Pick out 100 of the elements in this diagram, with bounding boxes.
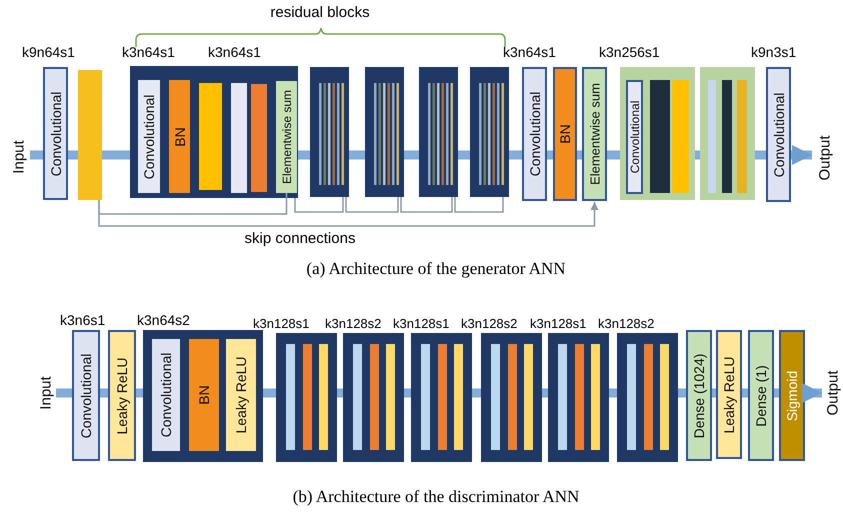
layer-name: Convolutional — [526, 92, 542, 176]
layer-bar — [558, 344, 567, 450]
flow-arrow — [802, 383, 822, 403]
layer-bar — [491, 344, 500, 450]
layer-box — [226, 339, 256, 451]
layer-bar — [251, 84, 267, 192]
layer-parameters: k9n64s1 — [22, 44, 75, 60]
layer-bar — [78, 70, 102, 200]
skip-connection-line — [345, 197, 399, 213]
layer-box — [152, 339, 180, 451]
layer-box — [766, 67, 791, 202]
layer-name: Convolutional — [770, 92, 786, 177]
layer-bar — [370, 344, 379, 450]
layer-bar — [353, 344, 362, 450]
block-box — [143, 330, 263, 462]
layer-parameters: k3n128s1 — [393, 316, 450, 331]
layer-box — [748, 330, 774, 461]
block-box — [343, 333, 404, 462]
layer-bar — [644, 344, 653, 450]
skip-connection-line — [294, 197, 344, 213]
layer-box — [582, 67, 607, 201]
layer-parameters: k3n64s2 — [137, 312, 190, 328]
block-box — [419, 67, 458, 197]
layer-box — [553, 67, 577, 201]
layer-bar — [672, 80, 689, 193]
layer-name: Convolutional — [628, 100, 642, 174]
layer-bar — [508, 344, 517, 450]
layer-bar — [454, 344, 463, 450]
block-box — [620, 67, 695, 200]
layer-name: Leaky ReLU — [721, 356, 737, 434]
layer-parameters: k3n128s1 — [530, 316, 586, 331]
layer-box — [108, 330, 136, 461]
block-box — [365, 67, 404, 197]
layer-box — [276, 81, 297, 193]
layer-box — [169, 80, 190, 193]
flow-arrow — [791, 145, 812, 165]
layer-name: Sigmoid — [784, 370, 800, 421]
block-box — [700, 67, 755, 200]
block-box — [470, 67, 509, 197]
block-box — [130, 66, 298, 198]
layer-bar — [303, 344, 312, 450]
section-label: residual blocks — [270, 4, 370, 21]
layer-bar — [231, 83, 247, 193]
layer-parameters: k3n64s1 — [503, 44, 556, 60]
io-label: Input — [10, 140, 28, 174]
layer-box — [626, 80, 643, 194]
layer-name: BN — [557, 124, 573, 144]
layer-box — [779, 330, 805, 461]
layer-bar — [199, 83, 222, 190]
layer-parameters: k3n64s1 — [208, 44, 261, 60]
layer-parameters: k9n3s1 — [751, 44, 796, 60]
block-box — [310, 67, 349, 197]
layer-bar — [286, 344, 295, 450]
layer-box — [189, 339, 219, 451]
layer-parameters: k3n128s2 — [461, 316, 518, 331]
io-label: Output — [824, 370, 841, 416]
layer-bar — [627, 344, 636, 450]
layer-bar — [650, 80, 670, 193]
layer-box — [138, 80, 160, 193]
layer-parameters: k3n128s2 — [598, 316, 654, 331]
layer-bar — [575, 344, 584, 450]
block-box — [617, 333, 678, 462]
block-box — [411, 333, 472, 462]
layer-box — [686, 330, 712, 461]
layer-name: Convolutional — [158, 352, 174, 438]
layer-bar — [591, 344, 600, 450]
layer-bar — [660, 344, 669, 450]
figure-caption: (b) Architecture of the discriminator ANN — [292, 487, 580, 507]
layer-box — [522, 67, 547, 201]
skip-connection-line — [98, 193, 288, 215]
layer-bar — [737, 80, 747, 193]
io-label: Input — [38, 376, 54, 410]
layer-parameters: k3n6s1 — [60, 312, 106, 328]
io-label: Output — [816, 135, 834, 181]
skip-connection-line — [400, 197, 453, 213]
block-box — [548, 333, 609, 462]
layer-bar — [319, 344, 328, 450]
layer-bar — [421, 344, 430, 450]
layer-box — [43, 67, 68, 200]
layer-bar — [524, 344, 533, 450]
skip-connection-line — [454, 197, 504, 213]
layer-name: Dense (1024) — [691, 353, 707, 438]
layer-bar — [708, 80, 716, 193]
layer-name: Elementwise sum — [587, 83, 602, 185]
layer-name: Elementwise sum — [280, 90, 294, 184]
block-box — [481, 333, 542, 462]
block-box — [276, 333, 337, 462]
layer-box — [72, 330, 100, 461]
layer-parameters: k3n256s1 — [599, 44, 660, 60]
layer-parameters: k3n64s1 — [122, 44, 175, 60]
layer-name: Dense (1) — [753, 364, 769, 426]
layer-box — [716, 330, 742, 459]
layer-name: BN — [172, 126, 188, 146]
layer-bar — [438, 344, 447, 450]
layer-name: Convolutional — [141, 94, 157, 179]
layer-name: Convolutional — [48, 91, 64, 176]
section-label: skip connections — [244, 230, 356, 247]
layer-name: Leaky ReLU — [114, 356, 130, 434]
layer-parameters: k3n128s2 — [325, 316, 382, 331]
layer-bar — [722, 80, 732, 193]
